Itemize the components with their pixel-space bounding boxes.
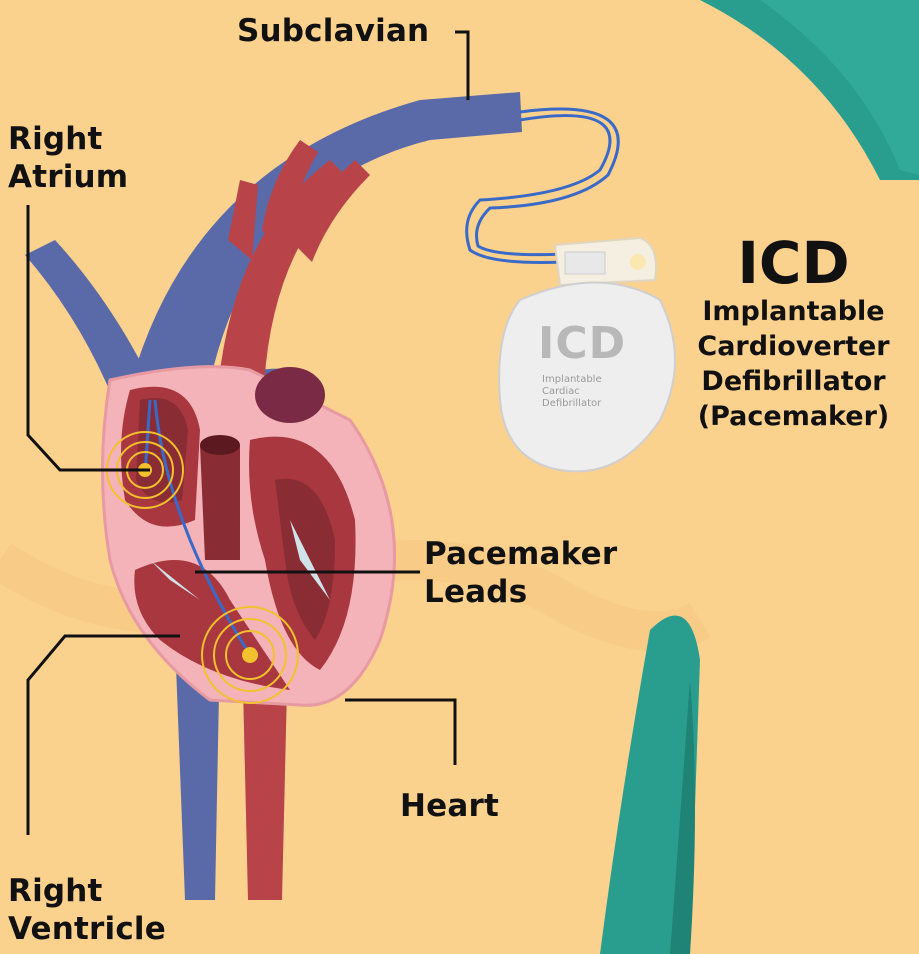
subclavian-label: Subclavian [237, 12, 429, 50]
aorta-root [200, 438, 240, 561]
icd-line-2: Cardioverter [668, 329, 919, 364]
right-atrium-label-line2: Atrium [8, 159, 128, 195]
device-caption-line1: Implantable [542, 374, 602, 385]
right-ventricle-label-line2: Ventricle [8, 911, 166, 947]
device-screw [630, 254, 646, 270]
device-title: ICD [538, 318, 626, 369]
pulmonary-opening [255, 367, 325, 423]
device-connector [565, 252, 605, 274]
right-ventricle-line [28, 636, 180, 835]
icd-line-1: Implantable [668, 294, 919, 329]
device-caption-line3: Defibrillator [542, 398, 601, 409]
aorta-opening [200, 435, 240, 455]
icd-title: ICD [668, 232, 919, 294]
icd-description: ICD Implantable Cardioverter Defibrillat… [668, 232, 919, 434]
right-atrium-label: Right Atrium [8, 120, 128, 196]
device-caption-line2: Cardiac [542, 386, 580, 397]
icd-line-3: Defibrillator [668, 364, 919, 399]
device-caption: Implantable Cardiac Defibrillator [542, 374, 602, 410]
right-ventricle-label-line1: Right [8, 873, 103, 909]
right-ventricle-label: Right Ventricle [8, 872, 166, 948]
pacemaker-leads-label-line1: Pacemaker [424, 536, 617, 572]
subclavian-line [455, 32, 468, 100]
pacemaker-leads-label-line2: Leads [424, 574, 527, 610]
heart-line [345, 700, 455, 765]
heart-label: Heart [400, 787, 499, 825]
right-atrium-label-line1: Right [8, 121, 103, 157]
pacemaker-leads-label: Pacemaker Leads [424, 535, 617, 611]
icd-line-4: (Pacemaker) [668, 399, 919, 434]
